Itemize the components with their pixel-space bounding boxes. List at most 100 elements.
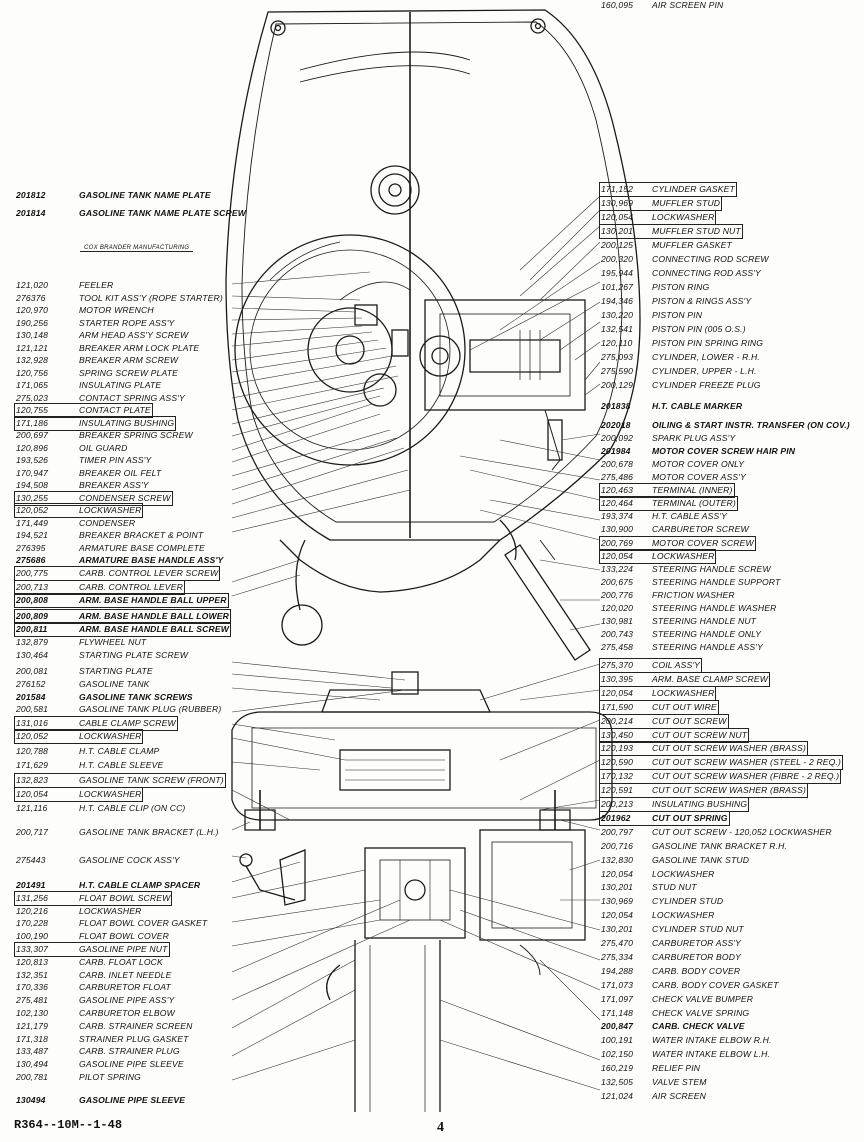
- part-name: WATER INTAKE ELBOW R.H.: [652, 1035, 772, 1046]
- part-number: 276152: [16, 679, 46, 689]
- part-number: 102,130: [16, 1008, 49, 1018]
- part-name: GASOLINE COCK ASS'Y: [79, 855, 180, 865]
- part-name: CYLINDER, UPPER - L.H.: [652, 366, 757, 376]
- part-name: CUT OUT WIRE: [652, 701, 717, 712]
- part-name: STRAINER PLUG GASKET: [79, 1033, 189, 1044]
- part-name: CUT OUT SCREW WASHER (FIBRE - 2 REQ.): [652, 771, 840, 782]
- starter-pulley: [370, 165, 420, 215]
- part-name: TOOL KIT ASS'Y (ROPE STARTER): [79, 292, 223, 303]
- part-number: 275,470: [601, 938, 634, 948]
- part-row: 201984 MOTOR COVER SCREW HAIR PIN: [601, 446, 795, 457]
- part-number: 131,016: [16, 718, 49, 728]
- part-number: 130,900: [601, 524, 634, 534]
- part-name: CARB. BODY COVER GASKET: [652, 979, 779, 990]
- part-name: TIMER PIN ASS'Y: [79, 455, 152, 465]
- part-name: TERMINAL (OUTER): [652, 498, 736, 508]
- part-name: MOTOR COVER SCREW HAIR PIN: [652, 446, 796, 456]
- part-name: BREAKER ARM SCREW: [79, 355, 179, 365]
- part-number: 202018: [601, 420, 631, 430]
- part-number: 120,054: [16, 789, 49, 799]
- page-number: 4: [437, 1120, 444, 1135]
- part-name: PISTON PIN SPRING RING: [652, 338, 764, 348]
- leader-lines: [231, 195, 601, 1091]
- part-name: GASOLINE TANK SCREWS: [79, 692, 193, 702]
- part-name: SPARK PLUG ASS'Y: [652, 433, 736, 443]
- part-number: 275,458: [601, 642, 634, 652]
- part-name: FEELER: [79, 280, 114, 290]
- arm-base-handle-ball: [281, 604, 323, 646]
- part-number: 201984: [601, 446, 631, 456]
- part-number: 132,351: [16, 969, 49, 980]
- part-number: 100,191: [601, 1035, 634, 1046]
- part-name: STARTING PLATE SCREW: [79, 650, 189, 660]
- part-number: 120,755: [16, 405, 49, 415]
- part-name: GASOLINE TANK NAME PLATE SCREW: [79, 208, 246, 218]
- part-name: CYLINDER, LOWER - R.H.: [652, 352, 760, 362]
- part-name: H.T. CABLE ASS'Y: [652, 511, 728, 521]
- part-row: 100,191 WATER INTAKE ELBOW R.H.: [601, 1035, 771, 1046]
- part-name: ARMATURE BASE HANDLE ASS'Y: [79, 555, 224, 565]
- part-number: 120,463: [601, 485, 634, 495]
- part-number: 194,508: [16, 480, 49, 490]
- part-name: LOCKWASHER: [652, 212, 715, 222]
- part-number: 195,944: [601, 268, 634, 278]
- part-number: 200,776: [601, 590, 634, 600]
- part-name: H.T. CABLE MARKER: [652, 401, 743, 411]
- part-name: PISTON PIN (005 O.S.): [652, 324, 746, 334]
- part-number: 120,054: [601, 551, 634, 561]
- part-name: FLOAT BOWL SCREW: [79, 892, 171, 903]
- part-name: MUFFLER STUD: [652, 198, 721, 208]
- part-number: 171,073: [601, 979, 634, 990]
- part-number: 130494: [16, 1095, 46, 1105]
- part-number: 200,678: [601, 459, 634, 469]
- part-number: 132,823: [16, 775, 49, 785]
- part-number: 200,213: [601, 799, 634, 809]
- part-number: 133,487: [16, 1046, 49, 1057]
- part-number: 171,065: [16, 380, 49, 390]
- motor-cover-outline: [225, 9, 641, 541]
- part-name: CARB. CONTROL LEVER: [79, 582, 183, 592]
- part-name: OIL GUARD: [79, 442, 128, 453]
